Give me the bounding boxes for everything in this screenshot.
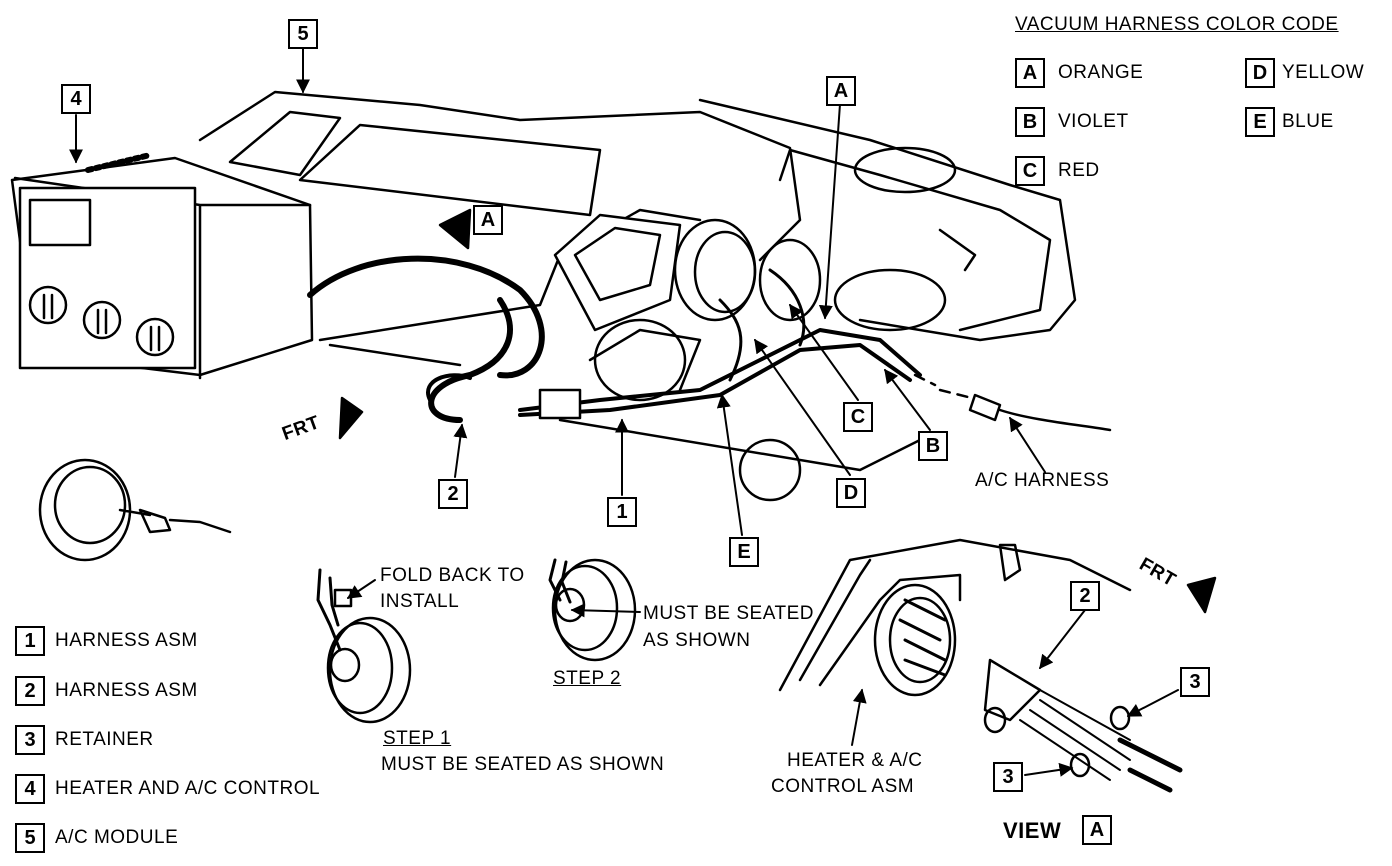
view-label: VIEW xyxy=(1003,818,1062,843)
must-seated-line2: AS SHOWN xyxy=(643,630,751,651)
legend-label-1: HARNESS ASM xyxy=(55,630,198,651)
vacuum-harness xyxy=(307,255,1112,432)
fold-back-line2: INSTALL xyxy=(380,591,460,612)
legend-num-5: 5 xyxy=(15,823,45,853)
direction-arrows xyxy=(338,208,1217,614)
callout-1: 1 xyxy=(607,497,637,527)
view-callout-2: 2 xyxy=(1070,581,1100,611)
callout-d: D xyxy=(836,478,866,508)
view-a-connector xyxy=(778,538,1183,793)
callout-a-top: A xyxy=(826,76,856,106)
leader-lines xyxy=(69,47,1179,777)
callout-b: B xyxy=(918,431,948,461)
actuator-detail xyxy=(38,458,232,562)
color-key-d: D xyxy=(1245,58,1275,88)
color-key-c: C xyxy=(1015,156,1045,186)
step2-label: STEP 2 xyxy=(553,668,622,689)
legend-num-4: 4 xyxy=(15,774,45,804)
color-key-a: A xyxy=(1015,58,1045,88)
callout-e: E xyxy=(729,537,759,567)
legend-label-5: A/C MODULE xyxy=(55,827,179,848)
callout-c: C xyxy=(843,402,873,432)
color-key-e: E xyxy=(1245,107,1275,137)
color-code-title: VACUUM HARNESS COLOR CODE xyxy=(1015,14,1339,35)
view-key-box: A xyxy=(1082,815,1112,845)
view-callout-3a: 3 xyxy=(1180,667,1210,697)
color-name-c: RED xyxy=(1058,160,1100,181)
legend-num-2: 2 xyxy=(15,676,45,706)
color-name-a: ORANGE xyxy=(1058,62,1144,83)
step1-label: STEP 1 xyxy=(383,728,452,749)
legend-label-3: RETAINER xyxy=(55,729,154,750)
callout-a-arrow: A xyxy=(473,205,503,235)
heater-ac-control xyxy=(10,152,314,380)
step1-note: MUST BE SEATED AS SHOWN xyxy=(381,754,665,775)
legend-num-3: 3 xyxy=(15,725,45,755)
legend-label-4: HEATER AND A/C CONTROL xyxy=(55,778,321,799)
heater-control-line1: HEATER & A/C xyxy=(787,750,923,771)
view-callout-3b: 3 xyxy=(993,762,1023,792)
vehicle-body xyxy=(698,98,1077,342)
fold-back-line1: FOLD BACK TO xyxy=(380,565,525,586)
vacuum-actuators xyxy=(593,218,822,502)
heater-control-line2: CONTROL ASM xyxy=(771,776,915,797)
color-name-b: VIOLET xyxy=(1058,111,1129,132)
callout-4: 4 xyxy=(61,84,91,114)
callout-5: 5 xyxy=(288,19,318,49)
callout-2: 2 xyxy=(438,479,468,509)
ac-harness-label: A/C HARNESS xyxy=(975,470,1110,491)
legend-label-2: HARNESS ASM xyxy=(55,680,198,701)
legend-num-1: 1 xyxy=(15,626,45,656)
color-name-e: BLUE xyxy=(1282,111,1334,132)
must-seated-line1: MUST BE SEATED xyxy=(643,603,814,624)
color-key-b: B xyxy=(1015,107,1045,137)
color-name-d: YELLOW xyxy=(1282,62,1365,83)
ac-module xyxy=(198,90,922,472)
